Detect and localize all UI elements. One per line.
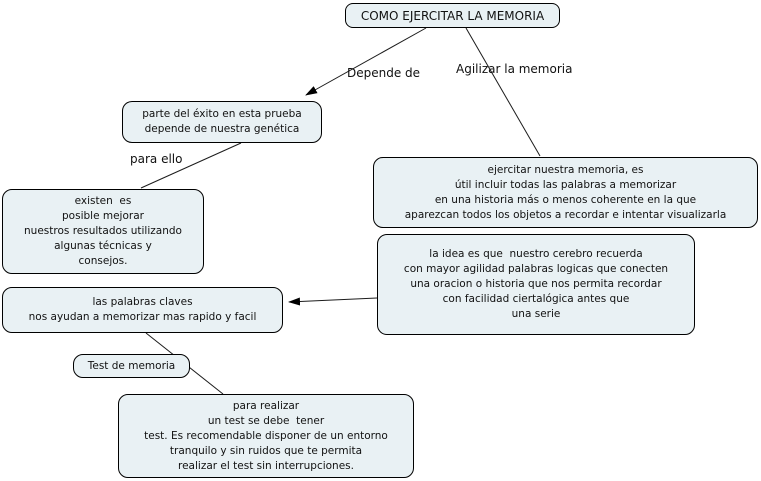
edge-cerebro-to-palabras	[288, 297, 378, 306]
edge-genetica-to-tecnicas	[140, 142, 242, 189]
concept-node-tecnicas-text: existen es posible mejorar nuestros resu…	[24, 195, 182, 267]
concept-node-realizar-test-text: para realizar un test se debe tener test…	[144, 399, 388, 472]
concept-node-cerebro[interactable]: la idea es que nuestro cerebro recuerda …	[377, 234, 695, 335]
concept-node-test-memoria-text: Test de memoria	[87, 359, 176, 372]
link-label-agilizar-la-memoria[interactable]: Agilizar la memoria	[456, 62, 573, 76]
concept-node-genetica[interactable]: parte del éxito en esta prueba depende d…	[122, 101, 322, 143]
concept-node-realizar-test[interactable]: para realizar un test se debe tener test…	[118, 394, 414, 478]
concept-node-root[interactable]: COMO EJERCITAR LA MEMORIA	[345, 3, 560, 28]
edge-root-to-historia	[465, 27, 541, 157]
concept-node-tecnicas[interactable]: existen es posible mejorar nuestros resu…	[2, 189, 204, 274]
concept-node-historia-text: ejercitar nuestra memoria, es útil inclu…	[404, 163, 727, 221]
concept-node-root-text: COMO EJERCITAR LA MEMORIA	[360, 8, 545, 23]
concept-node-cerebro-text: la idea es que nuestro cerebro recuerda …	[403, 248, 669, 320]
concept-node-genetica-text: parte del éxito en esta prueba depende d…	[142, 108, 302, 135]
concept-node-historia[interactable]: ejercitar nuestra memoria, es útil inclu…	[373, 157, 758, 228]
concept-node-palabras-claves-text: las palabras claves nos ayudan a memoriz…	[28, 296, 257, 323]
concept-node-palabras-claves[interactable]: las palabras claves nos ayudan a memoriz…	[2, 287, 283, 333]
link-label-para-ello[interactable]: para ello	[130, 152, 183, 166]
concept-node-test-memoria[interactable]: Test de memoria	[73, 354, 190, 378]
edge-root-to-genetica	[305, 27, 427, 96]
link-label-depende-de[interactable]: Depende de	[347, 66, 421, 80]
